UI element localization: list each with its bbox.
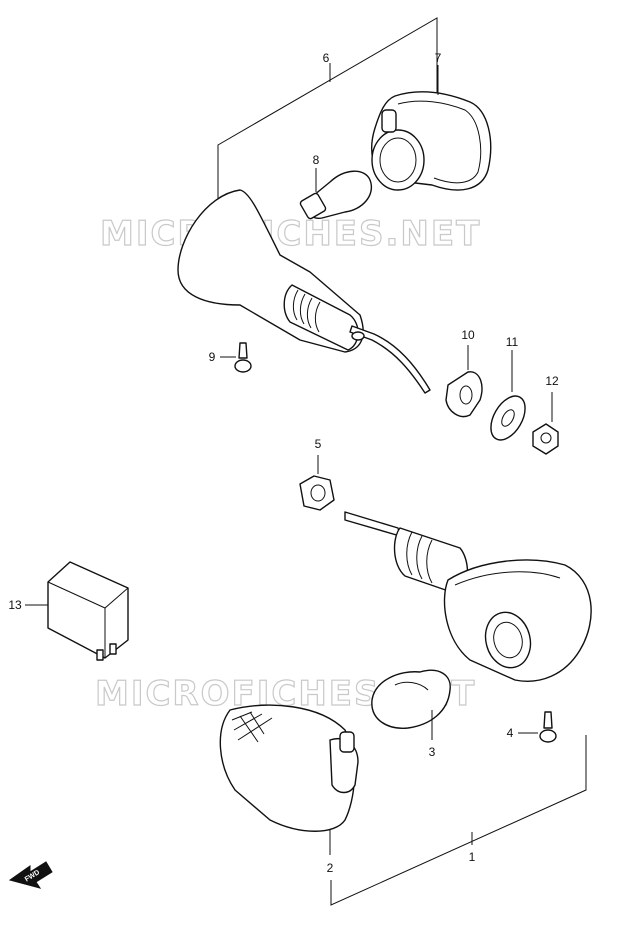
callout-12: 12 bbox=[545, 374, 559, 388]
bulb-3-filament bbox=[394, 681, 429, 691]
relay-pin-1 bbox=[96, 649, 104, 661]
lower-wire bbox=[344, 511, 401, 537]
wire-grommet bbox=[351, 331, 365, 341]
upper-stem bbox=[283, 284, 359, 351]
nut-5 bbox=[299, 475, 335, 511]
washer-10-hole bbox=[459, 385, 473, 405]
lens-2-tab bbox=[339, 731, 355, 753]
callout-1: 1 bbox=[469, 850, 476, 864]
upper-turn-signal-assembly bbox=[177, 17, 559, 455]
relay-13 bbox=[47, 561, 129, 659]
screw-9-shank bbox=[238, 342, 248, 359]
lens-7-inner bbox=[397, 100, 482, 184]
screw-4-head bbox=[539, 729, 557, 743]
relay-13-group bbox=[25, 561, 129, 661]
callout-3: 3 bbox=[429, 745, 436, 759]
washer-10 bbox=[445, 371, 483, 418]
lower-housing-rim bbox=[454, 571, 561, 586]
callout-4: 4 bbox=[507, 726, 514, 740]
bulb-3 bbox=[371, 669, 451, 729]
callout-7: 7 bbox=[435, 51, 442, 65]
lens-7-tab bbox=[381, 109, 397, 133]
callout-11: 11 bbox=[506, 335, 519, 349]
screw-4-shank bbox=[543, 711, 553, 729]
lower-socket bbox=[484, 611, 532, 669]
relay-13-edges bbox=[47, 581, 129, 658]
lens-2-grid bbox=[231, 711, 273, 743]
callout-9: 9 bbox=[209, 350, 216, 364]
callout-2: 2 bbox=[327, 861, 334, 875]
callout-8: 8 bbox=[313, 153, 320, 167]
lens-7-socket-inner bbox=[379, 137, 417, 183]
watermark-top: MICROFICHES.NET bbox=[100, 214, 481, 254]
callout-13: 13 bbox=[8, 598, 22, 612]
callout-10: 10 bbox=[461, 328, 475, 342]
nut-5-group bbox=[299, 455, 335, 511]
nut-12 bbox=[532, 423, 559, 455]
nut-5-hole bbox=[310, 484, 326, 502]
nut-12-hole bbox=[540, 432, 552, 444]
bracket-6 bbox=[217, 17, 438, 200]
washer-11-hole bbox=[501, 409, 515, 427]
callout-6: 6 bbox=[323, 51, 330, 65]
bracket-1 bbox=[330, 735, 587, 906]
lower-socket-inner bbox=[493, 621, 523, 659]
relay-pin-2 bbox=[109, 643, 117, 655]
fwd-arrow-icon: FWD bbox=[8, 861, 53, 889]
callout-5: 5 bbox=[315, 437, 322, 451]
stem-ridges bbox=[292, 289, 321, 333]
lower-turn-signal-assembly bbox=[219, 511, 592, 906]
washer-11 bbox=[490, 395, 526, 441]
lower-stem-ridges bbox=[406, 531, 433, 584]
screw-9-head bbox=[234, 359, 252, 373]
bulb-8-base bbox=[299, 192, 327, 220]
